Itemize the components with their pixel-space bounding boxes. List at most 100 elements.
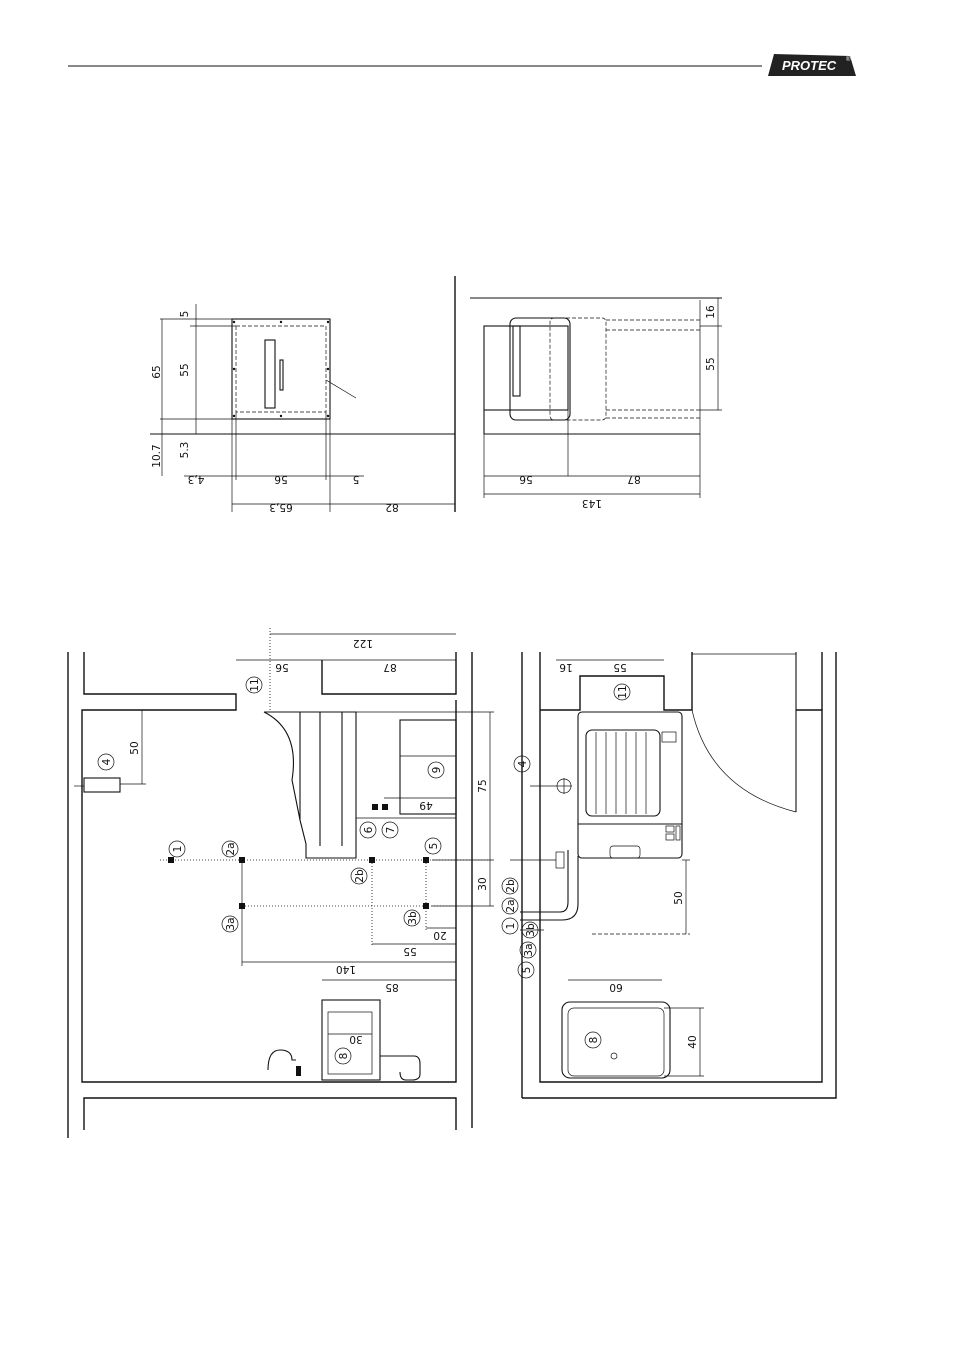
dim-30: 30 [477, 877, 489, 890]
sink-drain [611, 1053, 617, 1059]
connection-point [369, 857, 375, 863]
dim-20: 20 [433, 929, 446, 941]
dim-16: 16 [559, 661, 573, 673]
dim-65: 65 [151, 365, 163, 378]
dim-30-sink: 30 [349, 1033, 362, 1045]
svg-text:11: 11 [249, 678, 261, 691]
label-3a: 3a [520, 942, 536, 958]
svg-text:2b: 2b [354, 869, 366, 883]
dim-56: 56 [274, 473, 288, 485]
control-button [666, 826, 674, 832]
dim-55: 55 [613, 661, 626, 673]
front-elevation-view: 5 65 55 5.3 10.7 4,3 56 5 65,3 82 [150, 276, 455, 513]
dim-55: 55 [179, 363, 191, 376]
label-5: 5 [518, 962, 534, 978]
floor-plan-view: 122 56 87 49 75 30 [68, 628, 494, 1138]
control-panel [676, 826, 680, 840]
svg-text:4: 4 [517, 760, 529, 767]
connection-point [239, 857, 245, 863]
dim-82: 82 [385, 501, 398, 513]
side-elevation-view: 16 55 56 87 143 [470, 298, 722, 509]
supply-pipe [520, 850, 568, 912]
film-feed-tray [586, 730, 660, 816]
svg-text:2a: 2a [225, 842, 237, 855]
label-5: 5 [425, 838, 441, 854]
screw-dot [280, 415, 282, 417]
connection-point [423, 903, 429, 909]
door-swing-arc [692, 710, 796, 812]
processor-outline [236, 326, 326, 412]
label-3a: 3a [222, 916, 238, 932]
dim-49: 49 [419, 799, 432, 811]
svg-text:1: 1 [172, 846, 184, 853]
dim-87: 87 [627, 473, 640, 485]
svg-text:8: 8 [338, 1053, 350, 1060]
label-3b: 3b [404, 910, 420, 926]
faucet-pipe [268, 1050, 296, 1070]
connection-point [423, 857, 429, 863]
svg-text:9: 9 [431, 767, 443, 774]
dim-56: 56 [519, 473, 533, 485]
screw-dot [327, 415, 329, 417]
svg-text:3a: 3a [523, 943, 535, 956]
label-8: 8 [585, 1032, 601, 1048]
label-2b: 2b [502, 878, 518, 894]
dim-65-3: 65,3 [269, 501, 292, 513]
label-1: 1 [502, 918, 518, 934]
label-7: 7 [382, 822, 398, 838]
screw-dot [233, 415, 235, 417]
dim-85: 85 [385, 981, 398, 993]
dim-4-3: 4,3 [188, 473, 205, 485]
plan-wall [522, 652, 836, 1098]
faucet-valve [296, 1066, 301, 1076]
processor-dashed-body [550, 318, 606, 420]
label-2a: 2a [222, 841, 238, 857]
svg-text:2a: 2a [505, 899, 517, 912]
dim-5-right: 5 [353, 473, 360, 485]
label-11: 11 [246, 677, 262, 693]
dim-87: 87 [383, 661, 396, 673]
wall-opening-frame [232, 319, 330, 419]
svg-text:4: 4 [101, 758, 113, 765]
connection-point [168, 857, 174, 863]
dim-55: 55 [403, 945, 416, 957]
svg-text:8: 8 [588, 1037, 600, 1044]
label-3b: 3b [522, 922, 538, 938]
processor-plan-curve [264, 712, 300, 820]
sink-basin [568, 1008, 664, 1076]
screw-dot [233, 368, 235, 370]
label-2b: 2b [351, 868, 367, 884]
darkroom-plan-view: 16 55 [502, 652, 836, 1098]
drain-outlet [84, 778, 120, 792]
svg-text:6: 6 [363, 826, 375, 833]
control-button [666, 834, 674, 840]
svg-text:3b: 3b [525, 923, 537, 937]
dim-75: 75 [477, 779, 489, 792]
dim-122: 122 [353, 637, 373, 649]
feed-slot-side [513, 326, 520, 396]
screw-dot [233, 321, 235, 323]
processor-feed-housing [510, 318, 570, 420]
plan-wall [540, 652, 692, 710]
screw-dot [280, 321, 282, 323]
processor-side-body [484, 326, 568, 410]
feed-handle [280, 360, 283, 390]
label-6: 6 [360, 822, 376, 838]
label-4: 4 [98, 754, 114, 770]
label-2a: 2a [502, 898, 518, 914]
dim-56: 56 [275, 661, 289, 673]
label-1: 1 [169, 841, 185, 857]
dim-5-top: 5 [179, 311, 191, 318]
screw-dot [327, 368, 329, 370]
processor-handle [610, 846, 640, 858]
svg-text:11: 11 [617, 685, 629, 698]
label-8: 8 [335, 1048, 351, 1064]
svg-text:5: 5 [521, 967, 533, 974]
svg-text:5: 5 [428, 843, 440, 850]
dim-140: 140 [336, 963, 356, 975]
connection-point [372, 804, 378, 810]
dim-10-7: 10.7 [151, 444, 163, 467]
plan-wall [82, 652, 456, 1082]
dim-16: 16 [705, 305, 717, 319]
